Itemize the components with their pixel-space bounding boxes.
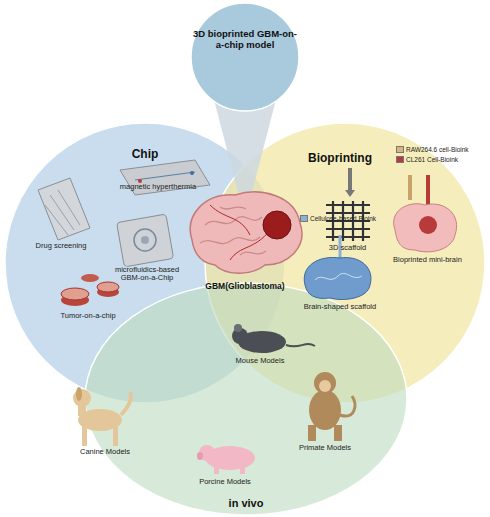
node-title: GBM(Glioblastoma): [180, 282, 310, 292]
node-title: in vivo: [196, 497, 296, 509]
legend-swatch: [300, 215, 308, 222]
circle-outline: [190, 2, 300, 112]
item-label: Mouse Models: [225, 357, 295, 365]
item-label: Canine Models: [70, 448, 140, 456]
center-node: GBM(Glioblastoma): [180, 185, 310, 295]
item-label: Porcine Models: [190, 478, 260, 486]
item-label: magnetic hyperthermia: [118, 183, 198, 191]
item-label: Primate Models: [290, 444, 360, 452]
node-title: 3D bioprinted GBM-on-a-chip model: [191, 29, 299, 50]
legend-text: Cellulose-based Bioink: [310, 215, 376, 222]
item-label: Bioprinted mini-brain: [390, 256, 465, 264]
brain-shape: [180, 185, 310, 295]
legend-item: RAW264.6 cell-Bioink: [396, 146, 469, 153]
item-label: microfluidics-based GBM-on-a-Chip: [108, 266, 186, 283]
node-title: Chip: [115, 148, 175, 161]
item-label: Tumor-on-a-chip: [48, 312, 128, 320]
item-label: Drug screening: [26, 242, 96, 250]
node-title: Bioprinting: [290, 152, 390, 165]
legend-text: RAW264.6 cell-Bioink: [406, 146, 469, 153]
brain-icon: [394, 204, 457, 252]
legend-swatch: [396, 146, 404, 153]
legend-text: CL261 Cell-Bioink: [406, 156, 458, 163]
brain-icon: [304, 257, 371, 299]
legend-item: CL261 Cell-Bioink: [396, 156, 458, 163]
legend-item: Cellulose-based Bioink: [300, 215, 376, 222]
chip-icon: [117, 214, 174, 267]
venn-circle: 3D bioprinted GBM-on-a-chip model: [190, 2, 300, 112]
item-label: 3D scaffold: [315, 244, 380, 252]
legend-swatch: [396, 156, 404, 163]
item-label: Brain-shaped scaffold: [300, 303, 380, 311]
